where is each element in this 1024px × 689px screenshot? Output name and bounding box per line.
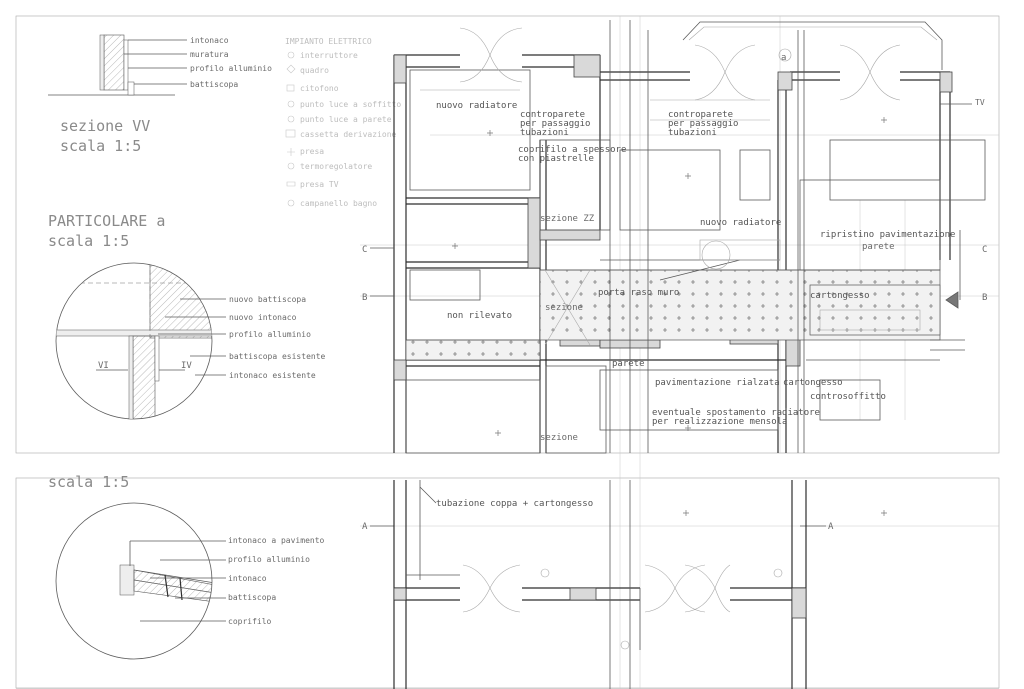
label-intonaco-a-pavimento: intonaco a pavimento	[228, 536, 325, 545]
legend-item-8: presa TV	[300, 180, 339, 189]
label-battiscopa: battiscopa	[190, 80, 238, 89]
legend-item-4: punto luce a parete	[300, 115, 392, 124]
legend-item-5: cassetta derivazione	[300, 130, 397, 139]
note-controparete-2a: controparete	[668, 110, 733, 120]
axis-mark-tv: TV	[975, 98, 985, 107]
note-eventuale-b: per realizzazione mensola	[652, 417, 787, 427]
note-eventuale-a: eventuale spostamento radiatore	[652, 408, 820, 418]
legend-item-7: termoregolatore	[300, 162, 372, 171]
note-controparete-1b: per passaggio	[520, 119, 590, 129]
label-profilo-alluminio-b: profilo alluminio	[228, 555, 310, 564]
axis-mark-a-detail: a	[781, 53, 786, 63]
legend-item-1: quadro	[300, 66, 329, 75]
note-nuovo-radiatore-2: nuovo radiatore	[700, 218, 781, 228]
mark-vi: VI	[98, 361, 109, 371]
particolare-a-detail: PARTICOLARE a scala 1:5 nuovo battiscopa…	[48, 212, 326, 420]
label-battiscopa-b: battiscopa	[228, 593, 276, 602]
note-parete-2: parete	[612, 359, 645, 369]
note-controparete-1a: controparete	[520, 110, 585, 120]
note-sezione-1: sezione ZZ	[540, 214, 595, 224]
note-controparete-1c: tubazioni	[520, 128, 569, 138]
axis-mark-c-right: C	[982, 245, 987, 255]
floor-plan: nuovo radiatore controparete per passagg…	[360, 16, 999, 689]
label-profilo-alluminio-a: profilo alluminio	[229, 330, 311, 339]
particolare-title: PARTICOLARE a	[48, 212, 165, 230]
note-tubazione: tubazione coppa + cartongesso	[436, 499, 593, 509]
electrical-legend: IMPIANTO ELETTRICO interruttore quadro c…	[285, 37, 401, 208]
note-controsoffitto: controsoffitto	[810, 392, 886, 402]
note-nuovo-radiatore-1: nuovo radiatore	[436, 101, 517, 111]
note-parete: parete	[862, 242, 895, 252]
note-cartongesso-1: cartongesso	[810, 291, 870, 301]
particolare-scale: scala 1:5	[48, 232, 129, 250]
legend-item-0: interruttore	[300, 51, 358, 60]
section-title: sezione VV	[60, 117, 150, 135]
axis-mark-a-right: A	[828, 522, 834, 532]
section-scale: scala 1:5	[60, 137, 141, 155]
label-coprifilo: coprifilo	[228, 617, 272, 626]
label-profilo-alluminio: profilo alluminio	[190, 64, 272, 73]
axis-mark-b-right: B	[982, 293, 987, 303]
note-sezione-3: sezione	[540, 433, 578, 443]
note-controparete-2b: per passaggio	[668, 119, 738, 129]
note-pavimentazione: pavimentazione rialzata	[655, 378, 780, 388]
legend-item-6: presa	[300, 147, 324, 156]
label-intonaco-esistente: intonaco esistente	[229, 371, 316, 380]
note-cartongesso-2: cartongesso	[783, 378, 843, 388]
axis-mark-c-left: C	[362, 245, 367, 255]
note-coprifilo-a: coprifilo a spessore	[518, 145, 626, 155]
bottom-detail: scala 1:5 intonaco a pavimento profilo a…	[48, 473, 325, 660]
mark-iv: IV	[181, 361, 192, 371]
label-battiscopa-esistente: battiscopa esistente	[229, 352, 326, 361]
label-intonaco: intonaco	[190, 36, 229, 45]
axis-mark-a-left: A	[362, 522, 368, 532]
note-coprifilo-b: con piastrelle	[518, 154, 594, 164]
label-intonaco-b: intonaco	[228, 574, 267, 583]
label-nuovo-battiscopa: nuovo battiscopa	[229, 295, 306, 304]
note-sezione-2: sezione	[545, 303, 583, 313]
label-nuovo-intonaco: nuovo intonaco	[229, 313, 297, 322]
note-ripristino: ripristino pavimentazione	[820, 230, 955, 240]
bottom-scale: scala 1:5	[48, 473, 129, 491]
sezione-vv-detail: intonaco muratura profilo alluminio batt…	[48, 34, 272, 155]
label-muratura: muratura	[190, 50, 229, 59]
note-porta-raso-muro: porta raso muro	[598, 288, 679, 298]
note-non-rilevato: non rilevato	[447, 311, 512, 321]
legend-title: IMPIANTO ELETTRICO	[285, 37, 372, 46]
note-controparete-2c: tubazioni	[668, 128, 717, 138]
axis-mark-b-left: B	[362, 293, 367, 303]
legend-item-3: punto luce a soffitto	[300, 100, 401, 109]
legend-item-9: campanello bagno	[300, 199, 377, 208]
legend-item-2: citofono	[300, 84, 339, 93]
